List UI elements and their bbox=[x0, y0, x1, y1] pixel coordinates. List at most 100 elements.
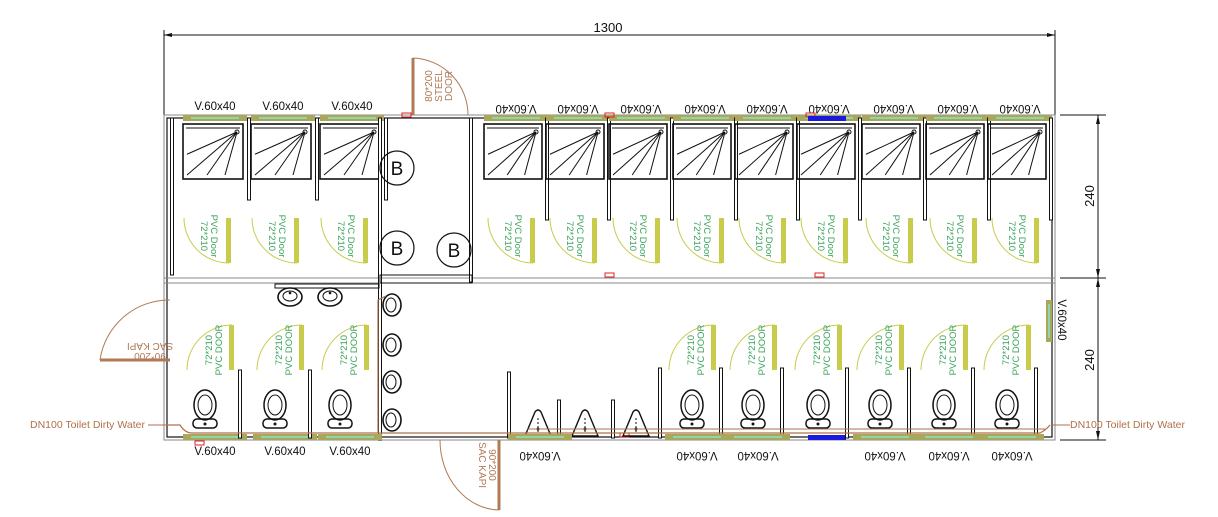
pvc-door-name: PVC DOOR bbox=[284, 325, 295, 376]
partition-wall bbox=[1049, 117, 1053, 221]
pvc-door-name: PVC DOOR bbox=[696, 325, 707, 376]
wall-sink bbox=[382, 370, 402, 394]
steel-door[interactable]: 80*200 STEEL DOOR bbox=[411, 57, 469, 116]
pvc-door-size: 72*210 bbox=[874, 335, 885, 365]
toilet bbox=[740, 389, 766, 429]
partition-wall bbox=[971, 367, 975, 439]
pvc-door-name: PVC DOOR bbox=[1011, 325, 1022, 376]
shower-tray bbox=[608, 123, 668, 180]
pvc-door-size: 72*210 bbox=[274, 335, 285, 365]
window-label: V.60x40 bbox=[873, 102, 914, 114]
partition-wall bbox=[469, 117, 473, 283]
toilet bbox=[805, 389, 831, 429]
pvc-door-name: PVC Door bbox=[574, 215, 585, 258]
partition-wall bbox=[858, 117, 862, 221]
partition-wall bbox=[315, 117, 319, 201]
window: V.60x40 bbox=[917, 434, 981, 461]
partition-wall bbox=[384, 117, 388, 201]
window: V.60x40 bbox=[673, 102, 737, 121]
window: V.60x40 bbox=[665, 434, 729, 461]
window-label: V.60x40 bbox=[194, 446, 235, 458]
shower-tray bbox=[483, 123, 543, 180]
pvc-door-name: PVC DOOR bbox=[757, 325, 768, 376]
pvc-door-name: PVC Door bbox=[890, 215, 901, 258]
pvc-door-name: PVC Door bbox=[276, 215, 287, 258]
sac-door-bottom[interactable]: 90*200 SAC KAPI bbox=[439, 439, 501, 511]
window: V.60x40 bbox=[251, 101, 315, 121]
partition-wall bbox=[611, 399, 615, 439]
pipe-marker bbox=[604, 272, 615, 278]
shower-tray bbox=[861, 123, 921, 180]
shower-tray bbox=[182, 123, 244, 180]
pipe-right: DN100 Toilet Dirty Water bbox=[1052, 419, 1185, 431]
pvc-door-size: 72*210 bbox=[880, 221, 891, 251]
pvc-door-name: PVC DOOR bbox=[214, 325, 225, 376]
window-label: V.60x40 bbox=[937, 102, 978, 114]
partition-wall bbox=[308, 369, 312, 439]
sac-door-left[interactable]: SAC KAPI 90*200 bbox=[99, 299, 173, 362]
window: V.60x40 bbox=[508, 434, 572, 461]
pvc-door-name: PVC Door bbox=[345, 215, 356, 258]
window: V.60x40 bbox=[320, 101, 384, 121]
toilet bbox=[994, 389, 1020, 429]
pvc-door-name: PVC Door bbox=[954, 215, 965, 258]
wall-sink bbox=[382, 408, 402, 432]
pvc-door-name: PVC DOOR bbox=[349, 325, 360, 376]
blue-marker bbox=[808, 435, 846, 440]
wall-sink bbox=[382, 333, 402, 357]
partition-wall bbox=[247, 117, 251, 201]
steel-door-size: 80*200 bbox=[424, 70, 435, 102]
window-label: V.60x40 bbox=[264, 446, 305, 458]
window-label: V.60x40 bbox=[557, 102, 598, 114]
shower-tray bbox=[925, 123, 985, 180]
window-label: V.60x40 bbox=[495, 102, 536, 114]
partition-wall bbox=[170, 117, 174, 276]
boiler-label: B bbox=[391, 239, 404, 260]
pvc-door-name: PVC DOOR bbox=[822, 325, 833, 376]
boiler-2: B bbox=[379, 230, 415, 266]
pvc-door-name: PVC DOOR bbox=[884, 325, 895, 376]
height-dimensions: 240 240 bbox=[1060, 114, 1106, 441]
pvc-door-size: 72*210 bbox=[1001, 335, 1012, 365]
shower-tray bbox=[734, 123, 794, 180]
wall-sink bbox=[382, 293, 402, 317]
window: V.60x40 bbox=[726, 434, 790, 461]
partition-wall bbox=[238, 369, 242, 439]
partition-wall bbox=[719, 367, 723, 439]
pipe-marker bbox=[814, 272, 825, 278]
pvc-door-name: PVC Door bbox=[825, 215, 836, 258]
shower-tray bbox=[319, 123, 381, 180]
height-lower-label: 240 bbox=[1082, 349, 1097, 371]
pvc-door-size: 72*210 bbox=[627, 221, 638, 251]
window-label: V.60x40 bbox=[262, 101, 303, 113]
pvc-door-size: 72*210 bbox=[944, 221, 955, 251]
pipe-label-right: DN100 Toilet Dirty Water bbox=[1070, 419, 1185, 431]
pvc-door-size: 72*210 bbox=[815, 221, 826, 251]
blue-marker bbox=[808, 116, 846, 121]
partition-wall bbox=[658, 367, 662, 439]
pipe-marker bbox=[401, 112, 412, 118]
window-label: V.60x40 bbox=[684, 102, 725, 114]
shower-tray bbox=[987, 123, 1047, 180]
sac-door-bottom-size: 90*200 bbox=[486, 449, 497, 481]
partition-wall bbox=[907, 367, 911, 439]
window: V.60x40 bbox=[609, 102, 673, 121]
